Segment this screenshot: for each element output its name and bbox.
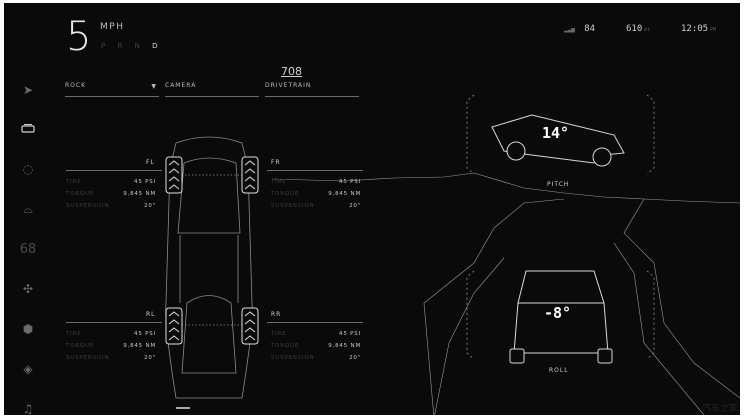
fl-suspension-value: 20" [144, 203, 156, 209]
pitch-value: 14° [542, 124, 570, 142]
stat-label: TORQUE [66, 191, 95, 197]
fl-torque-value: 9,845 NM [123, 191, 156, 197]
wheel-label-fl: FL [146, 159, 155, 166]
fr-torque-value: 9,845 NM [328, 191, 361, 197]
rr-tire-row: TIRE 45 PSI [271, 331, 361, 337]
drivetrain-tab[interactable]: DRIVETRAIN [265, 82, 359, 97]
fan-icon[interactable]: ✣ [22, 282, 34, 296]
camera-tab-label: CAMERA [165, 82, 197, 89]
gear-selector[interactable]: P R N D [101, 42, 162, 50]
chevron-down-icon: ▼ [151, 83, 157, 90]
fl-tire-value: 45 PSI [134, 179, 156, 185]
fr-tire-row: TIRE 45 PSI [271, 179, 361, 185]
rr-suspension-value: 20" [349, 355, 361, 361]
rl-torque-row: TORQUE 9,845 NM [66, 343, 156, 349]
fr-tire-value: 45 PSI [339, 179, 361, 185]
gear-p[interactable]: P [101, 42, 111, 50]
fl-tire-row: TIRE 45 PSI [66, 179, 156, 185]
overlay-number-708: 708 [281, 65, 302, 78]
front-defrost-icon[interactable]: ◌ [22, 162, 34, 176]
stat-label: TORQUE [271, 191, 300, 197]
gear-r[interactable]: R [117, 42, 128, 50]
stat-label: TORQUE [271, 343, 300, 349]
gear-d[interactable]: D [152, 42, 163, 50]
wheel-label-rl: RL [146, 311, 156, 318]
stat-label: TIRE [271, 179, 287, 185]
rr-torque-row: TORQUE 9,845 NM [271, 343, 361, 349]
stat-label: SUSPENSION [66, 355, 110, 361]
roll-label: ROLL [549, 367, 569, 374]
seat-heat-icon[interactable]: ⬢ [22, 322, 34, 336]
time-value: 12:05 [681, 24, 709, 34]
range-unit: mi [644, 27, 651, 33]
roll-value: -8° [544, 304, 572, 322]
signal-icon: ▂▃▅ [564, 26, 575, 33]
fr-torque-row: TORQUE 9,845 NM [271, 191, 361, 197]
speed-value: 5 [66, 14, 92, 60]
stat-label: TIRE [66, 331, 82, 337]
fl-suspension-row: SUSPENSION 20" [66, 203, 156, 209]
stat-label: TORQUE [66, 343, 95, 349]
wheel-label-fr: FR [271, 159, 281, 166]
drivetrain-tab-label: DRIVETRAIN [265, 82, 312, 89]
signal-status: ▂▃▅ 84 [564, 24, 595, 34]
rl-tire-row: TIRE 45 PSI [66, 331, 156, 337]
car-icon[interactable] [19, 120, 37, 138]
time-period: PM [710, 27, 717, 33]
divider [267, 170, 363, 171]
rr-torque-value: 9,845 NM [328, 343, 361, 349]
fl-torque-row: TORQUE 9,845 NM [66, 191, 156, 197]
rl-suspension-value: 20" [144, 355, 156, 361]
speed-unit: MPH [100, 22, 125, 32]
rl-torque-value: 9,845 NM [123, 343, 156, 349]
tire-rl [165, 307, 183, 345]
rear-defrost-icon[interactable]: ⌓ [23, 202, 33, 216]
stat-label: TIRE [271, 331, 287, 337]
range-value: 610 [626, 24, 643, 34]
divider [66, 170, 162, 171]
signal-value: 84 [584, 24, 596, 34]
stat-label: SUSPENSION [271, 355, 315, 361]
rr-tire-value: 45 PSI [339, 331, 361, 337]
stat-label: TIRE [66, 179, 82, 185]
pitch-label: PITCH [547, 181, 570, 188]
rl-suspension-row: SUSPENSION 20" [66, 355, 156, 361]
mode-dropdown[interactable]: ROCK ▼ [65, 82, 159, 97]
navigation-arrow-icon[interactable]: ➤ [22, 83, 34, 97]
divider [267, 322, 363, 323]
gear-n[interactable]: N [134, 42, 145, 50]
layers-icon[interactable]: ◈ [23, 362, 33, 376]
wheel-label-rr: RR [271, 311, 282, 318]
music-icon[interactable]: ♫ [22, 402, 34, 415]
chassis-diagram [165, 94, 740, 415]
tire-rr [241, 307, 259, 345]
tire-fr [241, 156, 259, 194]
temperature-label[interactable]: 68 [19, 242, 37, 257]
mode-dropdown-label: ROCK [65, 82, 87, 89]
rr-suspension-row: SUSPENSION 20" [271, 355, 361, 361]
watermark: 汽车之家 [701, 404, 738, 414]
camera-tab[interactable]: CAMERA [165, 82, 259, 97]
stat-label: SUSPENSION [271, 203, 315, 209]
stat-label: SUSPENSION [66, 203, 110, 209]
fr-suspension-row: SUSPENSION 20" [271, 203, 361, 209]
divider [66, 322, 162, 323]
rl-tire-value: 45 PSI [134, 331, 156, 337]
fr-suspension-value: 20" [349, 203, 361, 209]
tire-fl [165, 156, 183, 194]
